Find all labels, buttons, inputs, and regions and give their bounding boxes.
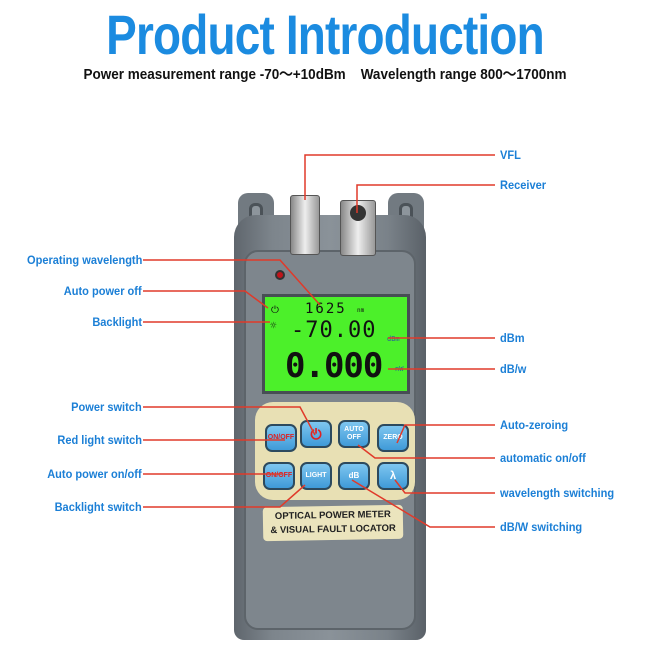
receiver-port bbox=[350, 205, 366, 221]
lcd-screen: ⏻ ☼ 1625 nm -70.00 dBm 0.000 nW bbox=[262, 294, 410, 394]
wavelength-button[interactable]: λ bbox=[377, 462, 409, 490]
page-title: Product Introduction bbox=[106, 3, 544, 66]
red-light-switch-button[interactable]: ON/OFF bbox=[265, 424, 297, 452]
wavelength-unit: nm bbox=[357, 307, 365, 314]
wavelength-readout: 1625 bbox=[305, 301, 347, 317]
label-backlight-switch: Backlight switch bbox=[54, 500, 142, 514]
label-vfl: VFL bbox=[500, 148, 521, 162]
line-wavelength-switch bbox=[394, 479, 495, 494]
label-dbw-switching: dB/W switching bbox=[500, 520, 583, 534]
label-auto-power-onoff: Auto power on/off bbox=[47, 467, 142, 481]
db-button[interactable]: dB bbox=[338, 462, 370, 490]
power-icon: ⏻ bbox=[310, 426, 322, 442]
vfl-connector bbox=[290, 195, 320, 255]
line-auto-power-off bbox=[143, 290, 269, 309]
line-power-switch bbox=[143, 406, 316, 436]
auto-power-off-icon: ⏻ bbox=[271, 305, 279, 316]
label-automatic-onoff: automatic on/off bbox=[500, 451, 586, 465]
dbm-unit: dBm bbox=[387, 335, 400, 343]
label-operating-wavelength: Operating wavelength bbox=[26, 253, 142, 267]
dbm-readout: -70.00 bbox=[291, 318, 377, 343]
auto-off-button[interactable]: AUTO OFF bbox=[338, 420, 370, 448]
label-red-light-switch: Red light switch bbox=[57, 433, 142, 447]
line-auto-zero bbox=[396, 424, 495, 444]
label-dbm: dBm bbox=[500, 331, 525, 345]
power-switch-button[interactable]: ⏻ bbox=[300, 420, 332, 448]
line-backlight-switch bbox=[143, 484, 306, 508]
backlight-button[interactable]: LIGHT bbox=[300, 462, 332, 490]
line-operating-wavelength bbox=[143, 259, 321, 306]
keypad: ON/OFF ⏻ AUTO OFF ZERO ON/OFF LIGHT dB λ bbox=[255, 402, 415, 500]
line-vfl bbox=[304, 154, 495, 200]
line-auto-onoff bbox=[357, 444, 495, 459]
label-dbw: dB/w bbox=[500, 362, 527, 376]
auto-power-onoff-button[interactable]: ON/OFF bbox=[263, 462, 295, 490]
subtitle: Power measurement range -70～+10dBm Wavel… bbox=[83, 66, 567, 83]
label-receiver: Receiver bbox=[500, 178, 547, 192]
vfl-led bbox=[275, 270, 285, 280]
line-db-switch bbox=[351, 479, 495, 528]
backlight-icon: ☼ bbox=[270, 319, 277, 332]
line-receiver bbox=[356, 184, 495, 213]
label-wavelength-switching: wavelength switching bbox=[500, 486, 615, 500]
watt-readout: 0.000 bbox=[285, 346, 383, 386]
label-power-switch: Power switch bbox=[71, 400, 142, 414]
label-backlight: Backlight bbox=[92, 315, 142, 329]
label-auto-power-off: Auto power off bbox=[64, 284, 142, 298]
label-auto-zeroing: Auto-zeroing bbox=[500, 418, 569, 432]
